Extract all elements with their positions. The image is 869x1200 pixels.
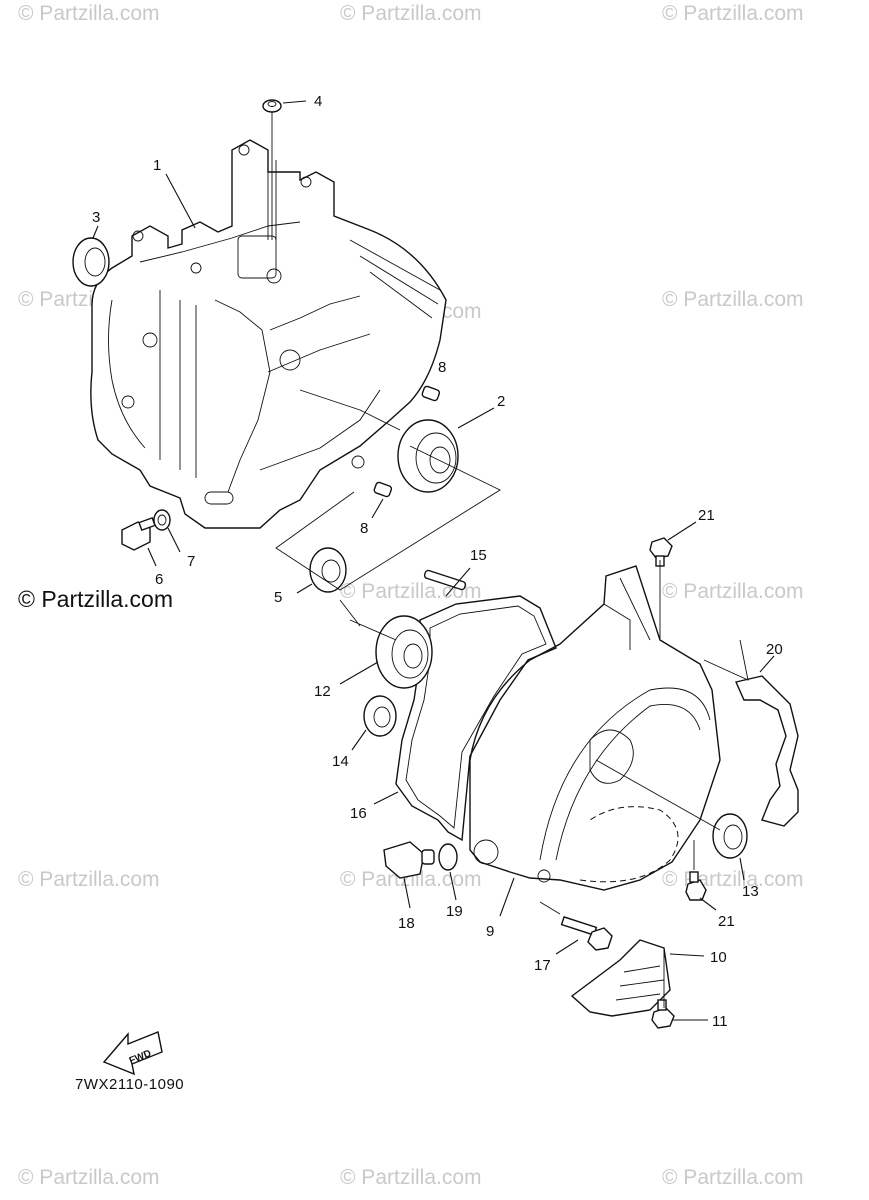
crankcase-upper — [90, 139, 447, 529]
guard-part-10 — [570, 939, 671, 1017]
gasket-part-16 — [395, 595, 557, 842]
callout-19: 19 — [446, 903, 463, 920]
callout-18: 18 — [398, 915, 415, 932]
dowel-pin-part-8 — [421, 385, 441, 402]
fwd-arrow-icon: FWD — [102, 1031, 163, 1076]
callout-8b: 8 — [360, 520, 368, 537]
watermark: © Partzilla.com — [662, 288, 804, 311]
watermark: © Partzilla.com — [662, 1166, 804, 1189]
oil-seal-part-13 — [712, 813, 748, 859]
collar-part-4 — [262, 99, 282, 113]
bolt-part-17 — [560, 916, 613, 951]
bolt-part-21 — [649, 537, 673, 567]
bolt-part-6 — [121, 516, 156, 551]
leader-lines — [92, 100, 775, 1021]
bearing-part-5 — [309, 547, 347, 593]
callout-5: 5 — [274, 589, 282, 606]
bolt-part-11 — [651, 999, 675, 1029]
callout-16: 16 — [350, 805, 367, 822]
guard-ribs — [615, 965, 665, 1001]
watermark: © Partzilla.com — [340, 1166, 482, 1189]
bearing-part-12 — [375, 615, 433, 689]
drain-plug-part-18 — [383, 841, 435, 879]
callout-9: 9 — [486, 923, 494, 940]
bolt-part-21 — [685, 871, 707, 901]
oil-seal-part-3 — [72, 237, 110, 287]
callout-15: 15 — [470, 547, 487, 564]
callout-6: 6 — [155, 571, 163, 588]
callout-21b: 21 — [718, 913, 735, 930]
o-ring-part-19 — [438, 843, 458, 871]
dowel-pin-part-8 — [373, 481, 393, 498]
diagram-code: 7WX2110-1090 — [75, 1076, 185, 1093]
callout-labels: 1 2 3 4 5 6 7 8 8 9 10 11 12 13 14 15 16… — [92, 93, 783, 1030]
gasket-inner-edge — [405, 605, 547, 829]
callout-13: 13 — [742, 883, 759, 900]
bearing-part-2 — [397, 419, 459, 493]
callout-2: 2 — [497, 393, 505, 410]
callout-17: 17 — [534, 957, 551, 974]
watermark: © Partzilla.com — [340, 868, 482, 891]
callout-8a: 8 — [438, 359, 446, 376]
alignment-lines — [271, 112, 749, 1008]
crankcase-cover — [469, 565, 721, 891]
watermark: © Partzilla.com — [340, 580, 482, 603]
callout-12: 12 — [314, 683, 331, 700]
oil-seal-part-14 — [363, 695, 397, 737]
callout-3: 3 — [92, 209, 100, 226]
watermark: © Partzilla.com — [18, 2, 160, 25]
callout-1: 1 — [153, 157, 161, 174]
watermark: © Partzilla.com — [18, 1166, 160, 1189]
callout-21a: 21 — [698, 507, 715, 524]
watermark: © Partzilla.com — [662, 2, 804, 25]
callout-14: 14 — [332, 753, 349, 770]
watermark: © Partzilla.com — [340, 2, 482, 25]
partzilla-brand-label: © Partzilla.com — [18, 586, 173, 612]
bracket-part-20 — [735, 675, 799, 827]
callout-10: 10 — [710, 949, 727, 966]
callout-7: 7 — [187, 553, 195, 570]
callout-4: 4 — [314, 93, 322, 110]
callout-11: 11 — [712, 1013, 728, 1030]
washer-part-7 — [153, 509, 171, 531]
callout-20: 20 — [766, 641, 783, 658]
watermark: © Partzilla.com — [18, 868, 160, 891]
watermark: © Partzilla.com — [662, 580, 804, 603]
